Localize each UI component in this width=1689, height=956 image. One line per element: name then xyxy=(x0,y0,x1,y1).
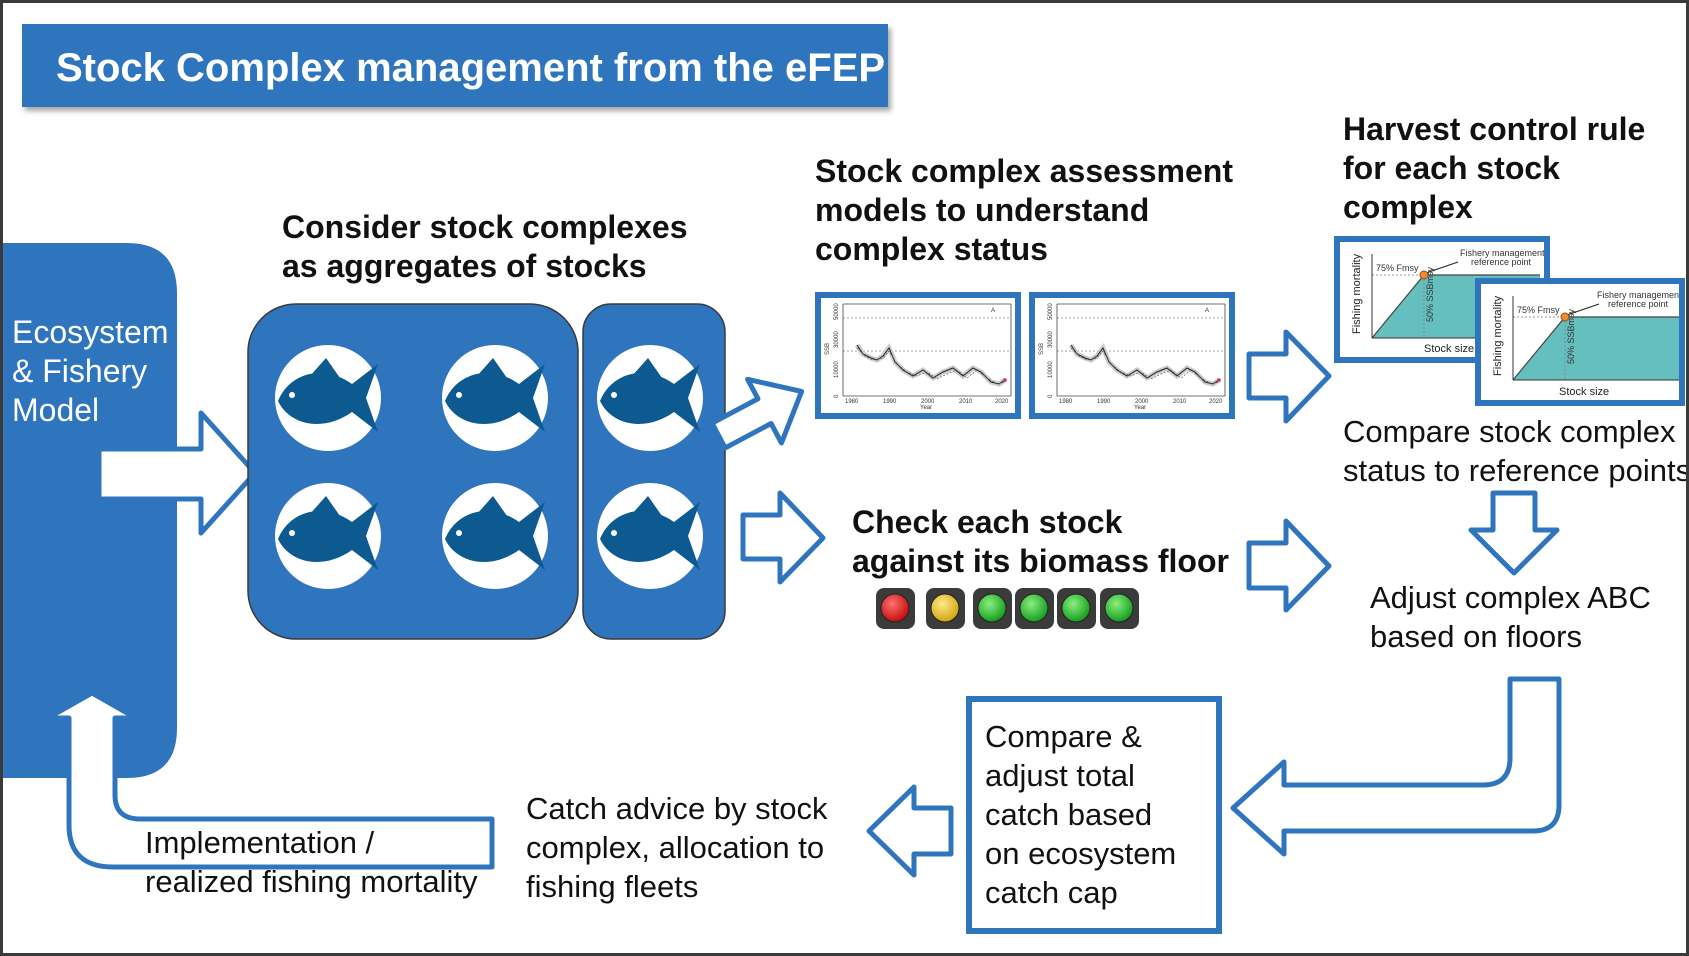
ssb-chart: A SSB 0 10000 30000 50000 1980 1990 2000… xyxy=(825,303,1012,411)
fish-icon xyxy=(597,345,703,451)
consider-stock-complexes-heading: Consider stock complexes as aggregates o… xyxy=(282,209,688,284)
check-stock-heading: Check each stock against its biomass flo… xyxy=(852,504,1229,579)
traffic-light-green xyxy=(1015,588,1054,629)
ecosystem-model-label: Ecosystem & Fishery Model xyxy=(12,314,169,428)
svg-text:Stock size: Stock size xyxy=(1424,343,1474,355)
stocks-to-check-arrow xyxy=(740,490,826,585)
hcr-chart-2: 75% Fmsy 50% SSBmsy Fishery management r… xyxy=(1475,278,1685,406)
svg-text:SSB: SSB xyxy=(1039,343,1045,355)
svg-text:2020: 2020 xyxy=(1209,399,1223,405)
title-bar: Stock Complex management from the eFEP xyxy=(22,24,888,107)
stock-complex-group-1 xyxy=(247,303,579,640)
svg-text:2000: 2000 xyxy=(1135,399,1149,405)
svg-text:0: 0 xyxy=(1048,394,1054,398)
svg-text:75% Fmsy: 75% Fmsy xyxy=(1376,263,1419,273)
page-title: Stock Complex management from the eFEP xyxy=(56,46,886,90)
diagram-shapes xyxy=(3,243,1562,878)
hcr-heading: Harvest control rule for each stock comp… xyxy=(1343,111,1646,225)
assessment-models-heading: Stock complex assessment models to under… xyxy=(815,153,1233,267)
implementation-return-arrow xyxy=(45,690,495,870)
fish-icon xyxy=(442,483,548,589)
svg-text:1990: 1990 xyxy=(883,399,897,405)
svg-text:0: 0 xyxy=(834,394,840,398)
assessment-chart-2: A SSB 0 10000 30000 50000 1980 1990 2000… xyxy=(1029,292,1235,419)
traffic-lights xyxy=(876,588,1139,629)
svg-text:50000: 50000 xyxy=(834,303,840,320)
svg-text:A: A xyxy=(1205,308,1209,314)
svg-text:2020: 2020 xyxy=(995,399,1009,405)
traffic-light-green xyxy=(973,588,1012,629)
svg-text:A: A xyxy=(991,308,995,314)
catch-cap-box: Compare & adjust total catch based on ec… xyxy=(966,696,1222,934)
catch-cap-to-advice-arrow xyxy=(866,784,954,878)
svg-text:10000: 10000 xyxy=(1048,361,1054,378)
svg-text:2010: 2010 xyxy=(1173,399,1187,405)
svg-text:1990: 1990 xyxy=(1097,399,1111,405)
assessment-chart-1: A SSB 0 10000 30000 50000 1980 1990 2000… xyxy=(815,292,1021,419)
catch-advice-text: Catch advice by stock complex, allocatio… xyxy=(526,791,828,904)
traffic-light-green xyxy=(1057,588,1096,629)
check-to-adjust-arrow xyxy=(1246,518,1332,613)
fish-icon xyxy=(442,345,548,451)
svg-text:30000: 30000 xyxy=(1048,331,1054,348)
svg-text:SSB: SSB xyxy=(825,343,831,355)
ecosystem-to-stocks-arrow xyxy=(96,410,258,536)
adjust-abc-text: Adjust complex ABC based on floors xyxy=(1370,580,1651,654)
assessment-to-hcr-arrow xyxy=(1246,329,1332,424)
svg-text:reference point: reference point xyxy=(1608,299,1669,309)
svg-text:75% Fmsy: 75% Fmsy xyxy=(1517,305,1560,315)
svg-text:Fishing mortality: Fishing mortality xyxy=(1351,253,1363,334)
svg-text:1980: 1980 xyxy=(845,399,859,405)
svg-text:10000: 10000 xyxy=(834,361,840,378)
svg-text:1980: 1980 xyxy=(1059,399,1073,405)
svg-text:50% SSBmsy: 50% SSBmsy xyxy=(1566,308,1576,364)
svg-text:50000: 50000 xyxy=(1048,303,1054,320)
compare-to-adjust-arrow xyxy=(1468,490,1560,576)
svg-text:Stock size: Stock size xyxy=(1559,386,1609,398)
fish-icon xyxy=(597,483,703,589)
svg-text:Fishing mortality: Fishing mortality xyxy=(1492,295,1504,376)
traffic-light-green xyxy=(1100,588,1139,629)
svg-text:2010: 2010 xyxy=(959,399,973,405)
svg-text:Year: Year xyxy=(1134,405,1146,411)
fish-icon xyxy=(275,345,381,451)
svg-text:30000: 30000 xyxy=(834,331,840,348)
implementation-text: Implementation / realized fishing mortal… xyxy=(145,825,478,899)
traffic-light-red xyxy=(876,588,915,629)
svg-text:50% SSBmsy: 50% SSBmsy xyxy=(1425,266,1435,322)
ssb-chart: A SSB 0 10000 30000 50000 1980 1990 2000… xyxy=(1039,303,1226,411)
svg-text:2000: 2000 xyxy=(921,399,935,405)
stocks-to-assessment-arrow xyxy=(709,376,805,451)
ecosystem-model-box xyxy=(3,243,177,778)
svg-text:Year: Year xyxy=(920,405,932,411)
hcr-chart: 75% Fmsy 50% SSBmsy Fishery management r… xyxy=(1492,290,1682,398)
svg-text:reference point: reference point xyxy=(1471,257,1532,267)
svg-text:Fishery management: Fishery management xyxy=(1597,290,1679,300)
svg-text:Fishery management: Fishery management xyxy=(1460,248,1544,258)
traffic-light-yellow xyxy=(926,588,965,629)
fish-icon xyxy=(275,483,381,589)
adjust-to-catch-cap-arrow xyxy=(1230,676,1562,857)
compare-status-text: Compare stock complex status to referenc… xyxy=(1343,414,1689,488)
catch-cap-text: Compare & adjust total catch based on ec… xyxy=(985,719,1177,910)
